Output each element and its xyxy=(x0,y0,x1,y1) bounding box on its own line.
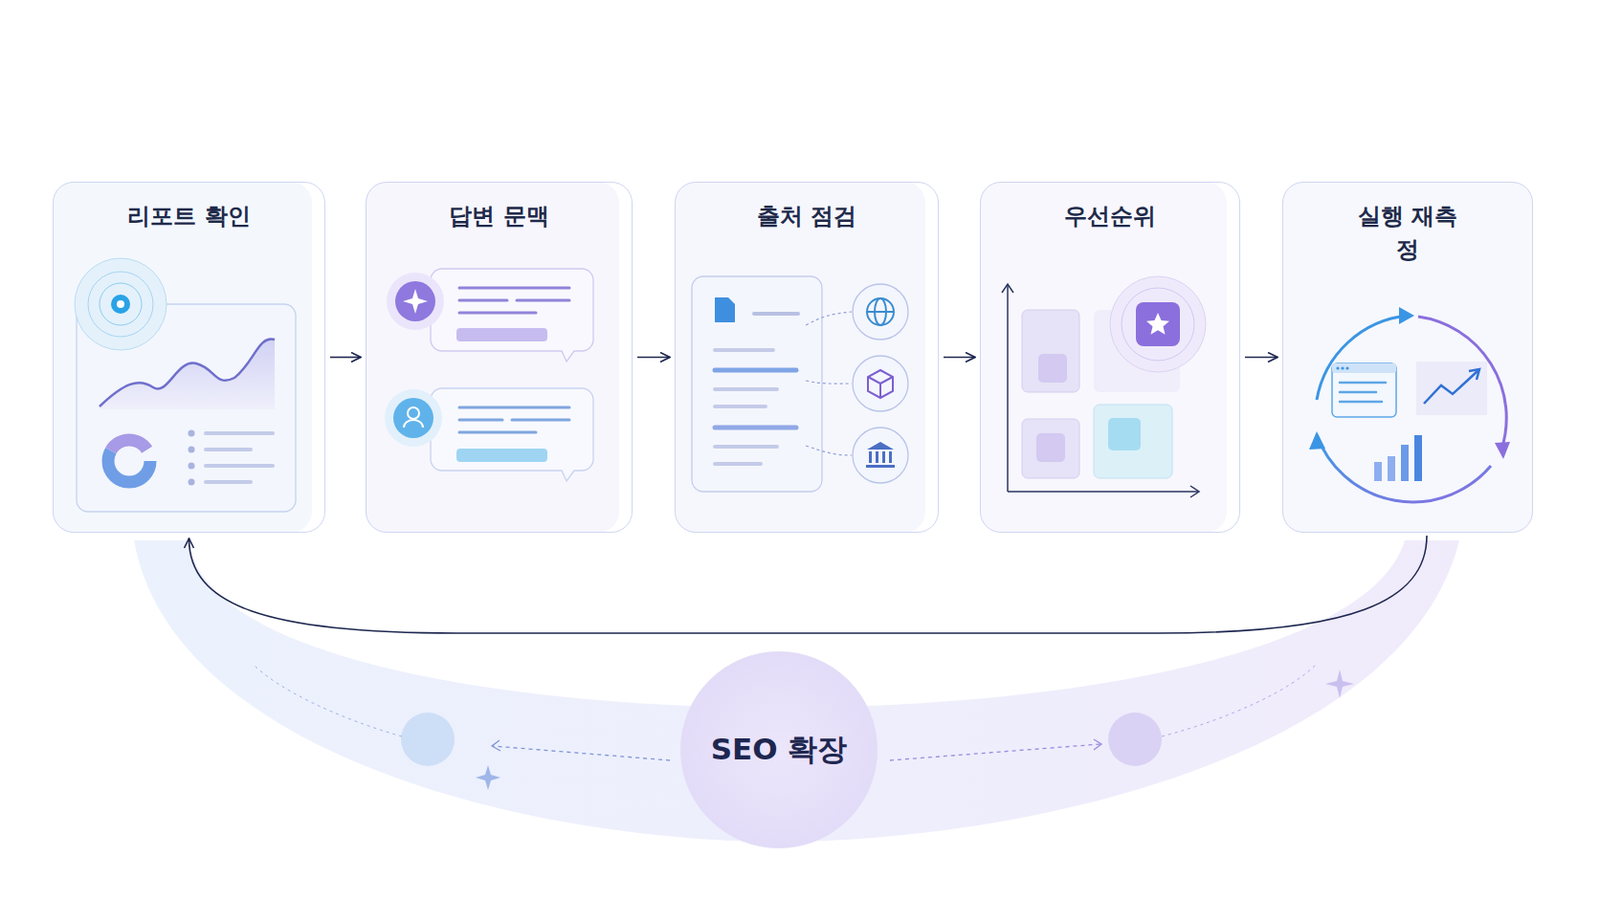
step-title: 출처 점검 xyxy=(675,182,938,234)
step-card: 리포트 확인 xyxy=(52,181,326,534)
step-title: 리포트 확인 xyxy=(53,182,325,234)
flow-arrow xyxy=(637,356,670,359)
step-title: 실행 재측정 xyxy=(1350,182,1466,267)
step-card: 실행 재측정 xyxy=(1282,181,1534,534)
step-title: 우선순위 xyxy=(980,182,1240,234)
step-title: 답변 문맥 xyxy=(366,182,632,234)
flow-arrow xyxy=(330,356,361,359)
flow-arrow xyxy=(943,356,976,359)
step-card: 우선순위 xyxy=(979,181,1241,534)
flow-arrow xyxy=(1244,356,1278,359)
step-card: 출처 점검 xyxy=(674,181,939,534)
flow-arrow xyxy=(189,535,1428,634)
step-card: 답변 문맥 xyxy=(365,181,633,534)
hub-circle: SEO 확장 xyxy=(680,651,878,849)
hub-label: SEO 확장 xyxy=(711,730,848,771)
